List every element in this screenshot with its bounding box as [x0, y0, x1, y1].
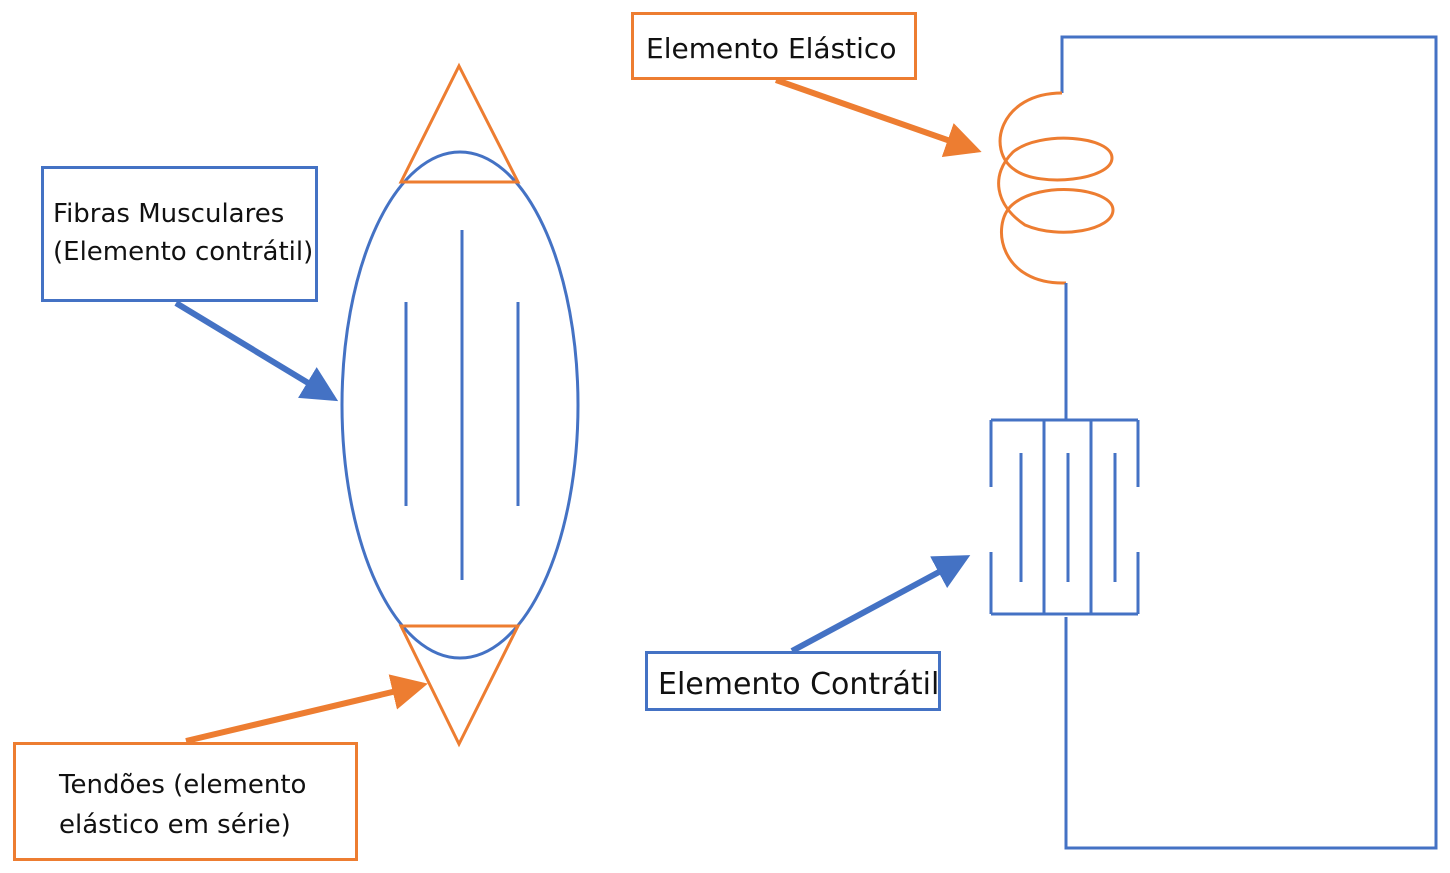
- arrow-to-contractile: [790, 555, 971, 654]
- arrow-to-tendon: [185, 674, 428, 744]
- label-tendons: Tendões (elemento elástico em série): [13, 742, 358, 861]
- label-muscle-fibers-line2: (Elemento contrátil): [53, 236, 314, 267]
- arrow-to-muscle: [174, 300, 339, 402]
- label-contractile-element: Elemento Contrátil: [645, 651, 941, 711]
- label-tendons-line1: Tendões (elemento: [59, 770, 307, 800]
- frame-line: [1060, 35, 1438, 850]
- muscle-belly: [340, 150, 580, 660]
- label-tendons-line2: elástico em série): [59, 810, 291, 841]
- label-muscle-fibers-line1: Fibras Musculares: [53, 199, 285, 229]
- label-contractile-element-text: Elemento Contrátil: [658, 667, 940, 702]
- contractile-element: [989, 418, 1140, 616]
- label-muscle-fibers: Fibras Musculares (Elemento contrátil): [41, 166, 318, 302]
- muscle-illustration: [340, 62, 580, 748]
- mechanical-model: [989, 35, 1438, 850]
- tendon-bottom: [398, 624, 521, 748]
- label-elastic-element: Elemento Elástico: [631, 12, 917, 80]
- spring-element: [997, 91, 1115, 285]
- label-elastic-element-text: Elemento Elástico: [646, 32, 897, 65]
- tendon-top: [398, 62, 521, 184]
- arrow-to-spring: [775, 77, 982, 158]
